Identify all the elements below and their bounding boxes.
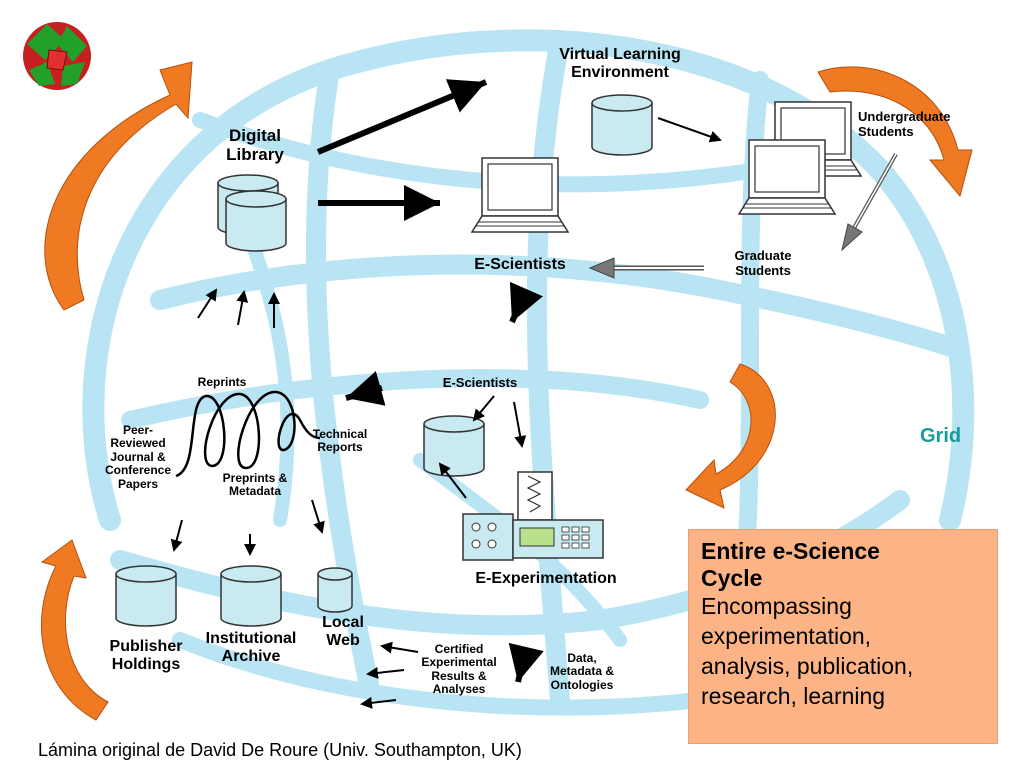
institutional-archive-label: Institutional Archive	[205, 630, 297, 665]
cycle-note-box: Entire e-Science Cycle Encompassing expe…	[688, 529, 998, 744]
note-body: Encompassing experimentation, analysis, …	[701, 593, 914, 709]
vle-label: Virtual Learning Environment	[559, 46, 681, 81]
polyhedron-logo-icon	[23, 22, 91, 90]
student-flow-arrows	[588, 153, 898, 279]
grid-label: Grid	[920, 425, 962, 447]
graduate-students-label: Graduate Students	[734, 248, 792, 278]
certified-results-label: Certified Experimental Results & Analyse…	[421, 642, 497, 697]
e-scientists-top-label: E-Scientists	[474, 256, 566, 273]
credit-text: Lámina original de David De Roure (Univ.…	[38, 740, 522, 760]
peer-reviewed-papers-label: Peer- Reviewed Journal & Conference Pape…	[104, 423, 172, 491]
reprints-label: Reprints	[197, 375, 247, 389]
e-experimentation-label: E-Experimentation	[475, 570, 617, 587]
data-metadata-ontologies-label: Data, Metadata & Ontologies	[549, 651, 614, 692]
e-scientists-mid-label: E-Scientists	[442, 375, 518, 390]
digital-library-label: Digital Library	[226, 126, 284, 165]
note-title: Entire e-Science Cycle	[701, 538, 880, 592]
graduate-laptop-icon	[738, 139, 836, 215]
digital-library-database-icon	[217, 174, 287, 252]
vle-database-icon	[591, 94, 653, 156]
orange-cycle-arrow-icon	[40, 61, 973, 721]
e-scientists-laptop-icon	[471, 157, 569, 233]
publisher-holdings-label: Publisher Holdings	[109, 638, 183, 673]
spiral-icon	[175, 390, 321, 478]
local-web-database-icon	[317, 567, 353, 613]
publisher-holdings-database-icon	[115, 565, 177, 627]
institutional-archive-database-icon	[220, 565, 282, 627]
preprints-metadata-label: Preprints & Metadata	[222, 471, 288, 499]
flow-arrows	[170, 79, 722, 709]
local-web-label: Local Web	[322, 614, 364, 649]
undergraduate-students-label: Undergraduate Students	[858, 109, 951, 139]
instrument-icon	[462, 471, 604, 561]
technical-reports-label: Technical Reports	[312, 427, 368, 455]
e-scientists-database-icon	[423, 415, 485, 477]
